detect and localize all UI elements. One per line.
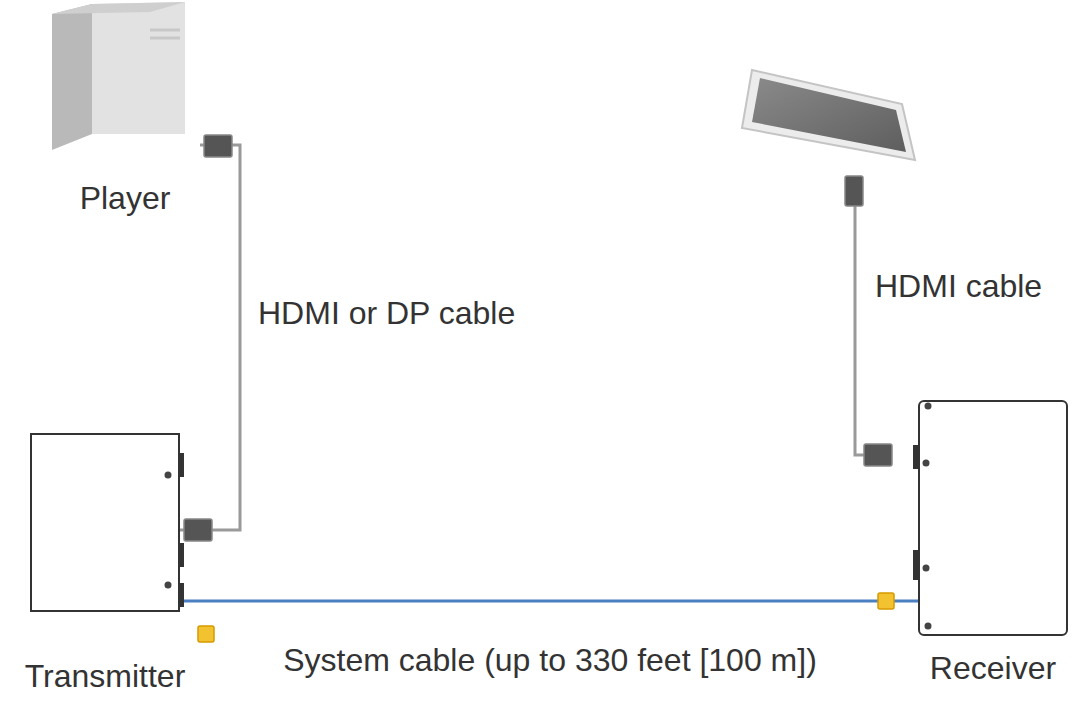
hdmi-cable [845,176,892,466]
screw-dot [165,582,172,589]
cable-label: HDMI cable [875,268,1042,305]
screw-dot [923,460,930,467]
player-label: Player [80,180,171,217]
hdmi-dp-cable [180,145,240,530]
hdmi-plug [184,519,212,541]
screw-dot [165,472,172,479]
cable-plugs [179,135,918,642]
receiver-box: Receiver [918,400,1068,636]
player-node: Player [50,4,200,154]
display-icon [742,70,915,160]
housing-detail [918,400,1068,636]
transmitter-label: Transmitter [25,658,186,695]
system-cable [180,600,918,603]
receiver-label: Receiver [930,650,1056,687]
screw-dot [925,623,932,630]
hdmi-plug [204,135,232,157]
rj45-plug [878,593,894,609]
cable-label: System cable (up to 330 feet [100 m]) [283,642,817,679]
housing-detail [30,433,180,612]
player-computer-icon [52,2,185,150]
screw-dot [923,565,930,572]
cable-label: HDMI or DP cable [258,295,515,332]
hdmi-plug [845,176,863,206]
transmitter-box: Transmitter [30,433,180,612]
hdmi-plug [864,444,892,466]
rj45-plug [198,626,214,642]
screw-dot [925,403,932,410]
